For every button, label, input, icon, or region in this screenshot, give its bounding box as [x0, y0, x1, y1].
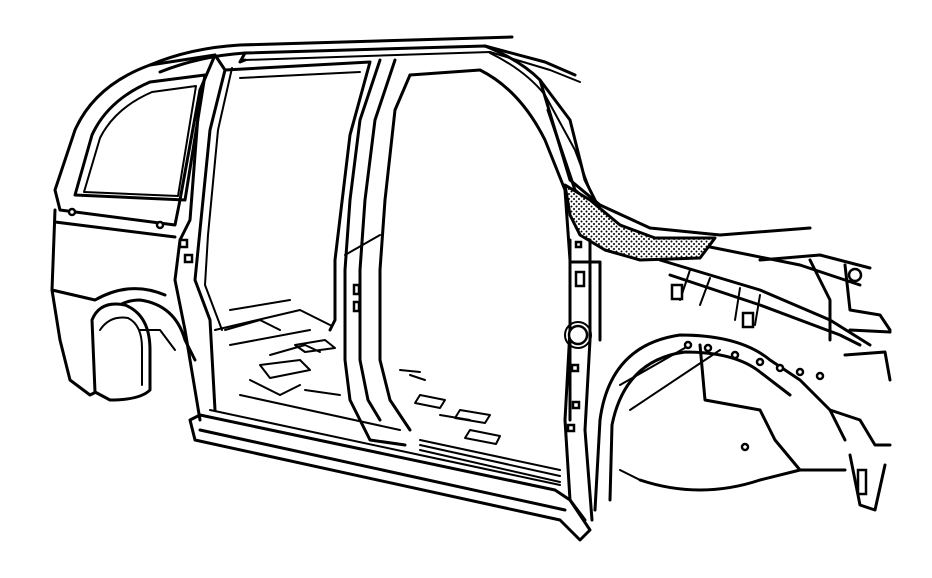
rocker-panel [188, 409, 592, 542]
b-pillar [343, 58, 412, 447]
rear-wheel-arch [50, 208, 197, 402]
front-rail [658, 253, 892, 382]
front-wheel-house [593, 333, 892, 512]
rear-quarter-window [53, 53, 217, 230]
door-openings [223, 60, 572, 422]
highlighted-reinforcement [563, 183, 717, 262]
roof-rail [148, 35, 602, 212]
floor-pan [214, 299, 501, 445]
c-pillar [173, 53, 233, 422]
